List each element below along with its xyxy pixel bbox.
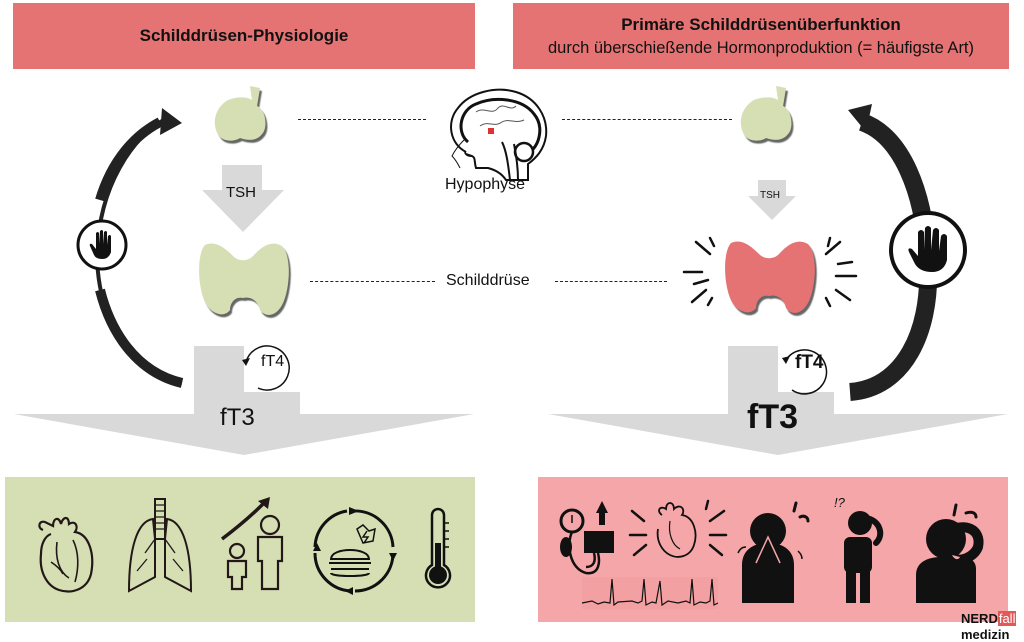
thyroid-gland-left [199,243,289,315]
stop-hand-icon-right [889,211,967,289]
lungs-icon [127,498,193,593]
anxious-person-icon [737,501,810,603]
tsh-label-right: TSH [760,190,780,201]
thyroid-gland-right [725,241,815,313]
pituitary-gland-right [740,86,792,141]
tsh-label-left: TSH [226,184,256,201]
ecg-icon [581,577,719,609]
tsh-arrow-right [748,180,796,220]
thermometer-icon [424,507,452,589]
hormone-block-right [728,346,834,415]
stop-hand-icon-left [76,219,128,271]
tsh-arrow-left [202,165,284,232]
sweating-person-icon [916,503,984,603]
header-hyperthyroidism-subtitle: durch überschießende Hormonproduktion (=… [547,38,975,57]
racing-heart-icon [628,499,728,558]
heart-icon [38,516,94,593]
logo-medizin: medizin [961,627,1010,642]
logo-nerd: NERD [961,611,998,626]
metabolism-icon [313,507,397,595]
symptoms-panel-hyperthyroid: !? [538,477,1008,622]
ft3-down-arrow-left [14,414,474,455]
nerdfall-logo: NERDfall medizin [961,611,1017,642]
confused-symbol: !? [834,495,846,510]
ft3-down-arrow-right [548,414,1008,455]
ft4-label-right: fT4 [795,352,824,373]
pituitary-label: Hypophyse [445,176,526,193]
ft3-label-right: fT3 [747,398,798,436]
pituitary-highlight [488,128,494,134]
ft4-cycle-arrow-left [242,345,290,391]
header-physiology-title: Schilddrüsen-Physiologie [139,26,349,45]
blood-pressure-icon [559,501,614,575]
header-hyperthyroidism: Primäre Schilddrüsenüberfunktion durch ü… [513,3,1009,69]
growth-icon [220,497,284,591]
header-physiology: Schilddrüsen-Physiologie [13,3,475,69]
pituitary-gland-left [214,86,266,141]
connector-pituitary-left [298,119,426,120]
hormone-block-left [194,346,300,415]
thyroid-label: Schilddrüse [446,272,530,289]
header-hyperthyroidism-title: Primäre Schilddrüsenüberfunktion [621,14,901,34]
ft3-label-left: fT3 [220,404,255,431]
brain-head-icon [450,88,548,181]
connector-thyroid-right [555,281,667,282]
connector-thyroid-left [310,281,435,282]
connector-pituitary-right [562,119,732,120]
ft4-label-left: fT4 [261,353,285,370]
effects-panel-normal [5,477,475,622]
confused-person-icon: !? [834,495,884,603]
ft4-cycle-arrow-right [782,349,828,395]
vibration-lines-icon [682,236,858,308]
logo-fall: fall [997,611,1017,626]
